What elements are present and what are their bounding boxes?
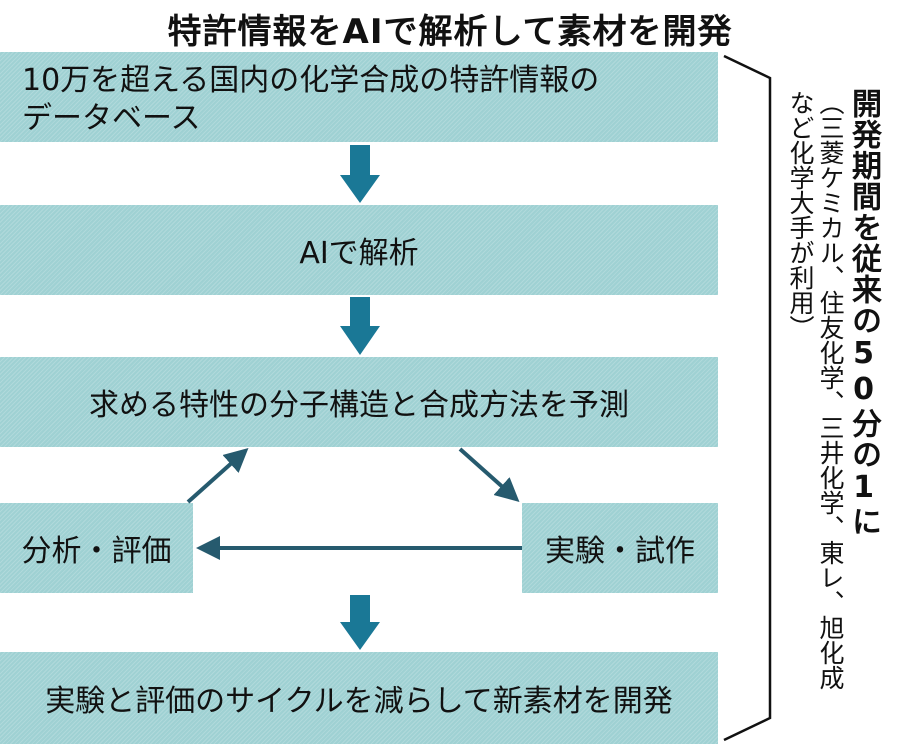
step-predict-structure: 求める特性の分子構造と合成方法を予測: [0, 357, 718, 447]
step-patent-database-line2: データベース: [22, 101, 201, 136]
step-patent-database-line1: 10万を超える国内の化学合成の特許情報の: [22, 63, 600, 98]
diagram-title: 特許情報をAIで解析して素材を開発: [167, 12, 733, 52]
block-arrow-down-icon: [340, 297, 380, 355]
step-develop-new-material: 実験と評価のサイクルを減らして新素材を開発: [0, 652, 718, 744]
step-ai-analysis: AIで解析: [0, 205, 718, 295]
arrow-analysis-to-predict: [186, 448, 249, 504]
step-analysis-evaluation: 分析・評価: [0, 503, 193, 593]
bracket: [723, 54, 772, 742]
block-arrow-down-icon: [340, 595, 380, 650]
arrow-predict-to-experiment: [458, 447, 520, 502]
side-note-detail: （三菱ケミカル、住友化学、三井化学、東レ、旭化成など化学大手が利用）: [786, 90, 845, 690]
block-arrow-down-icon: [340, 145, 380, 203]
side-note-headline: 開発期間を従来の50分の1に: [846, 88, 881, 537]
step-experiment-prototype: 実験・試作: [522, 503, 718, 593]
step-patent-database: 10万を超える国内の化学合成の特許情報の データベース: [0, 52, 718, 142]
